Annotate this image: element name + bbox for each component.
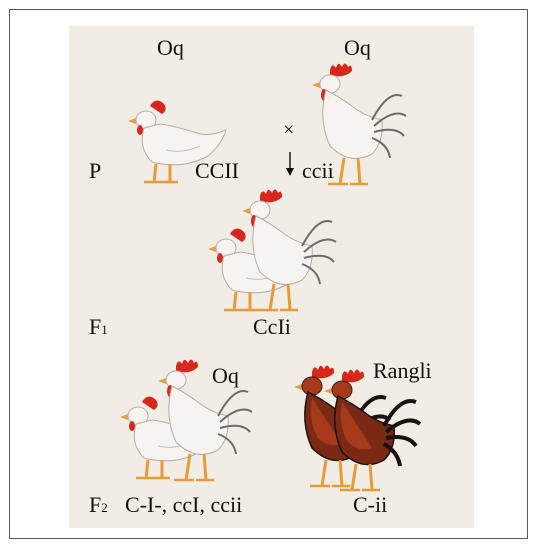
parent-female-phenotype: Oq — [157, 37, 184, 59]
parent-male-genotype: ccii — [302, 160, 334, 182]
f2-white-phenotype: Oq — [212, 365, 239, 387]
cross-symbol: × — [283, 120, 294, 140]
parent-female-genotype: CCII — [195, 160, 239, 182]
parent-generation-label: P — [89, 160, 101, 182]
f2-white-genotypes: C-I-, ccI, ccii — [125, 494, 242, 516]
cross-arrow-head — [286, 168, 294, 176]
f1-generation-label: F1 — [89, 316, 108, 338]
f1-genotype: CcIi — [253, 316, 291, 338]
f2-colored-phenotype: Rangli — [373, 360, 432, 382]
parent-male-phenotype: Oq — [344, 37, 371, 59]
f2-colored-genotypes: C-ii — [353, 494, 387, 516]
f2-generation-label: F2 — [89, 494, 108, 516]
f2-colored-rooster-icon — [324, 370, 420, 491]
